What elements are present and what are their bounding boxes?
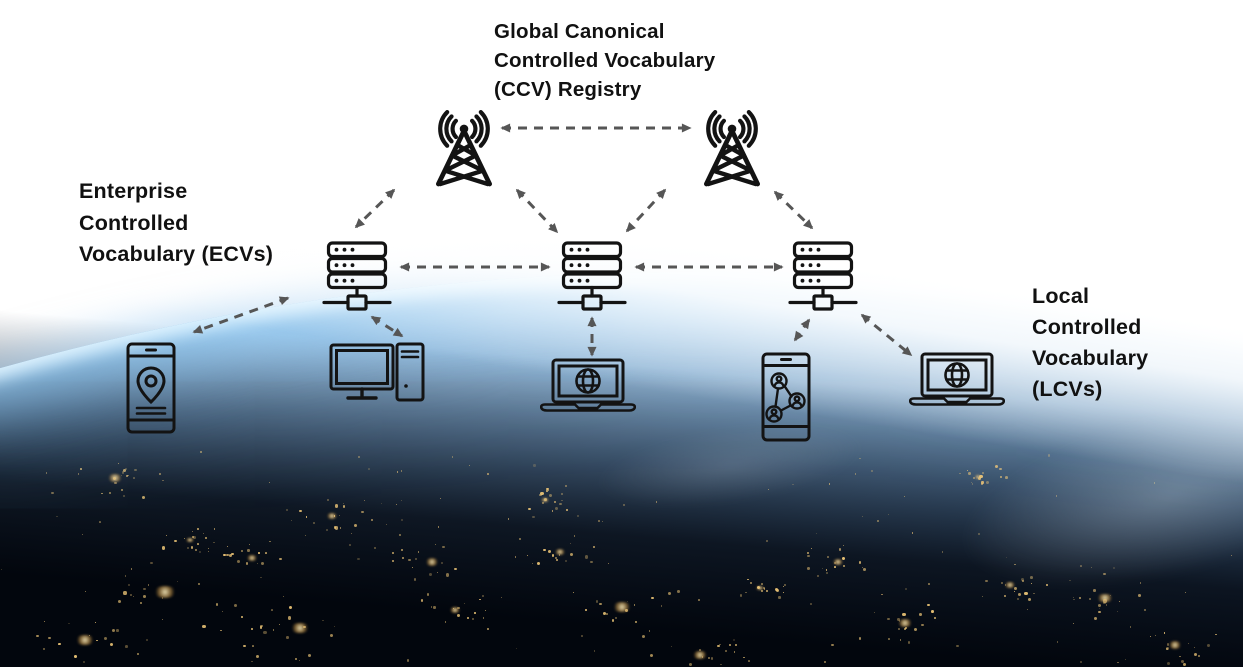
server-rack-network-icon [788, 241, 858, 311]
server-rack-network-icon [557, 241, 627, 311]
phone-location [126, 342, 176, 434]
arrow-server-left-desktop [370, 315, 404, 338]
laptop-globe-icon [909, 352, 1005, 406]
laptop-web-right [909, 352, 1005, 408]
smartphone-share-icon [761, 352, 811, 442]
arrow-tower-right-server-center [625, 188, 667, 233]
desktop-computer-icon [329, 342, 425, 402]
tower-right [694, 104, 770, 188]
desktop [329, 342, 425, 402]
lcv-label: Local Controlled Vocabulary (LCVs) [1032, 284, 1149, 401]
server-center [557, 241, 627, 317]
arrow-tower-left-server-center [515, 188, 559, 234]
ccv-registry-title: Global Canonical Controlled Vocabulary (… [494, 20, 716, 101]
laptop-web-center [540, 358, 636, 414]
tower-left [426, 104, 502, 188]
arrow-server-right-laptop [860, 313, 913, 357]
arrow-tower-right-server-right [773, 190, 814, 230]
server-right [788, 241, 858, 317]
radio-tower-icon [435, 109, 493, 187]
phone-share [761, 352, 811, 442]
laptop-globe-icon [540, 358, 636, 412]
ecv-label: Enterprise Controlled Vocabulary (ECVs) [79, 179, 274, 266]
server-rack-network-icon [322, 241, 392, 311]
arrow-tower-left-server-left [354, 188, 396, 229]
smartphone-location-icon [126, 342, 176, 434]
arrow-server-left-phone-location [192, 296, 290, 334]
arrow-server-right-phone-share [793, 318, 811, 342]
server-left [322, 241, 392, 317]
radio-tower-icon [703, 109, 761, 187]
